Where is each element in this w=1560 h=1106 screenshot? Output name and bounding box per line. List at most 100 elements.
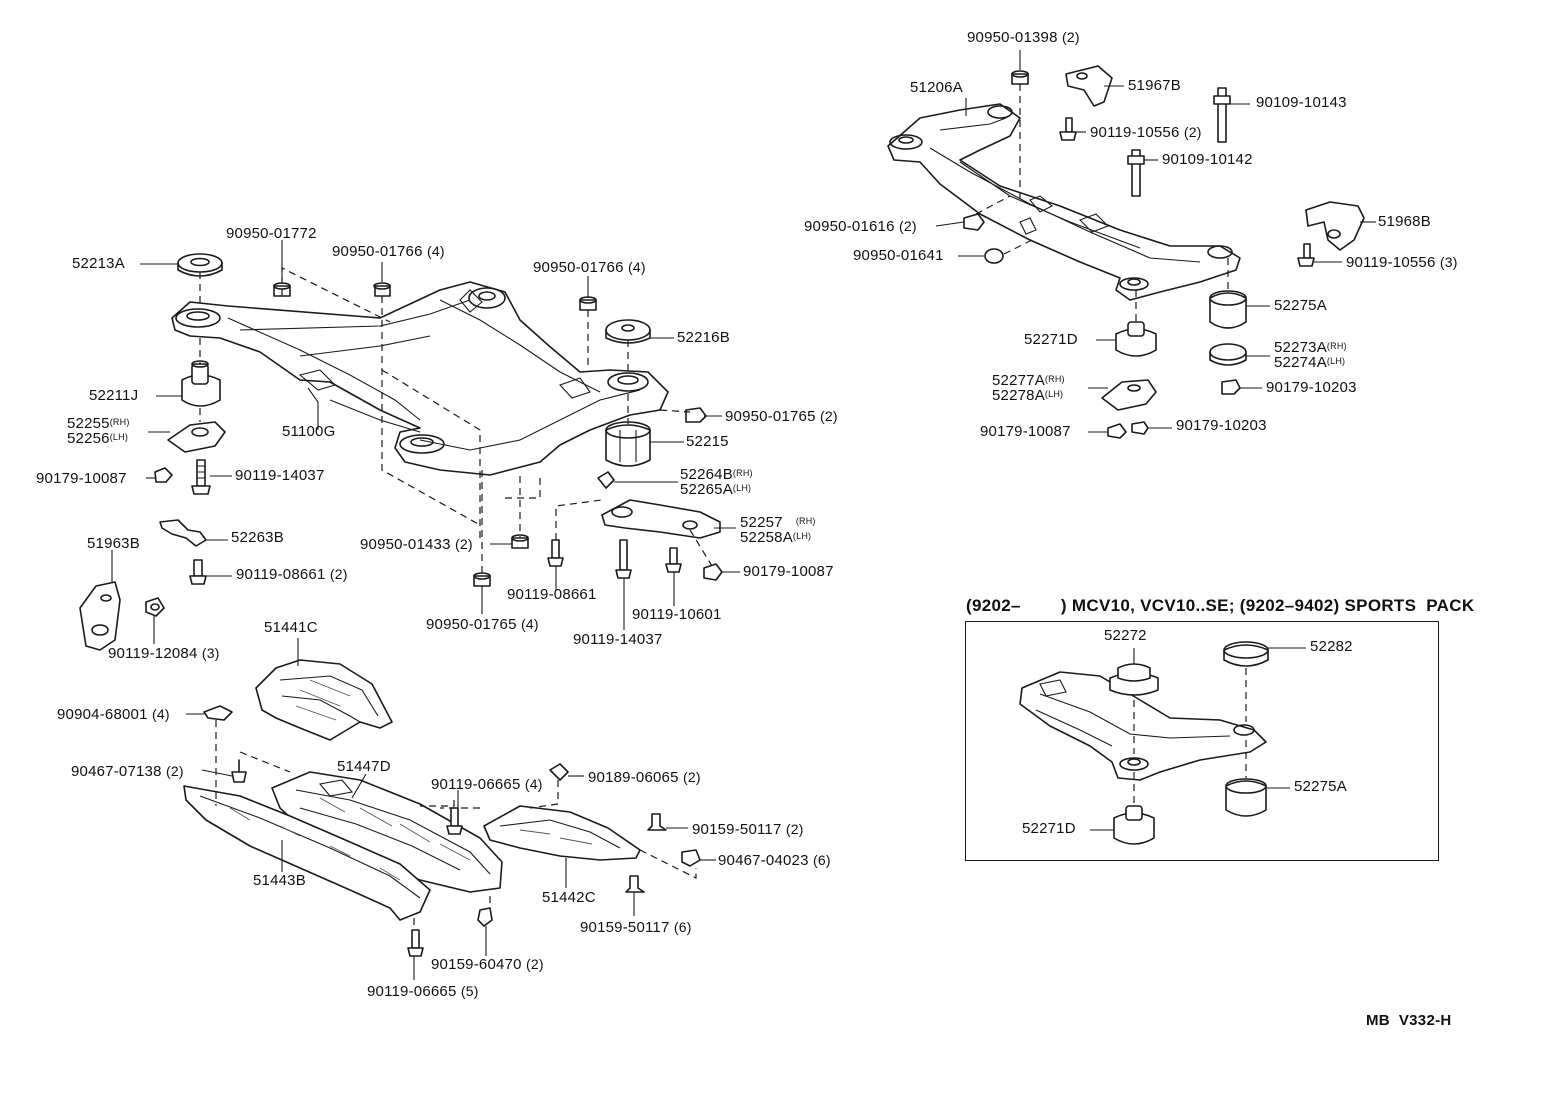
bushing-52215	[605, 421, 651, 467]
label-90950-01765-b: 90950-01765 (4)	[426, 616, 539, 633]
label-90159-50117-a: 90159-50117 (2)	[692, 821, 804, 838]
clip-52264B-52265A	[597, 471, 615, 489]
label-52213A: 52213A	[72, 255, 125, 272]
label-51967B: 51967B	[1128, 77, 1181, 94]
nut-90950-01433	[511, 534, 529, 549]
plug-90950-01641	[984, 248, 1004, 264]
label-52272: 52272	[1104, 627, 1147, 644]
bushing-52272	[1109, 663, 1159, 696]
label-90950-01433: 90950-01433 (2)	[360, 536, 473, 553]
variant-frame	[965, 621, 1439, 861]
label-90189-06065: 90189-06065 (2)	[588, 769, 701, 786]
nut-90179-10087-rear	[1107, 423, 1127, 439]
label-52211J: 52211J	[89, 387, 139, 404]
label-90159-50117-b: 90159-50117 (6)	[580, 919, 692, 936]
bushing-52275A-box	[1225, 778, 1267, 817]
screw-90159-50117-lower	[625, 875, 645, 893]
mount-52216B	[605, 319, 651, 344]
clip-90189-06065	[549, 763, 569, 781]
bushing-52282	[1223, 641, 1269, 667]
bracket-52263B	[159, 519, 207, 547]
label-90950-01772: 90950-01772	[226, 225, 317, 242]
label-52215: 52215	[686, 433, 729, 450]
label-90950-01766-b: 90950-01766 (4)	[533, 259, 646, 276]
nut-90179-10087-right	[703, 563, 723, 581]
stopper-52273A-52274A	[1209, 343, 1247, 366]
label-90179-10203-b: 90179-10203	[1176, 417, 1267, 434]
stud-90109-10142	[1127, 149, 1145, 197]
label-52265A: 52265A(LH)	[680, 481, 752, 498]
label-52274A: 52274A(LH)	[1274, 354, 1346, 371]
stopper-52255-52256	[167, 421, 226, 453]
nut-90950-01766-right	[579, 296, 597, 311]
assembly-lines-covers	[215, 720, 697, 930]
bolt-90119-08661-left	[189, 559, 207, 585]
cover-51443B	[183, 785, 431, 921]
bolt-90119-06665-lower	[407, 929, 424, 957]
bushing-52271D-box	[1113, 805, 1155, 845]
bracket-51968B	[1305, 201, 1365, 251]
nut-90179-10203-right	[1221, 379, 1241, 395]
label-52216B: 52216B	[677, 329, 730, 346]
bolt-90119-06665-upper	[446, 807, 463, 835]
label-51447D: 51447D	[337, 758, 391, 775]
nut-90950-01766-center	[373, 282, 391, 297]
assembly-lines-variant	[1133, 668, 1247, 806]
label-52263B: 52263B	[231, 529, 284, 546]
bolt-90119-10601	[665, 547, 682, 573]
label-52271D-box: 52271D	[1022, 820, 1076, 837]
label-90179-10087-a: 90179-10087	[36, 470, 127, 487]
bolt-90119-08661-lower	[547, 539, 564, 567]
label-90467-04023: 90467-04023 (6)	[718, 852, 831, 869]
bolt-90119-10556-upper	[1059, 117, 1077, 141]
bushing-52271D-top	[1115, 321, 1157, 357]
label-51442C: 51442C	[542, 889, 596, 906]
label-90119-10601: 90119-10601	[632, 606, 722, 623]
label-90179-10087-c: 90179-10087	[980, 423, 1071, 440]
figure-code: MB V332-H	[1366, 1012, 1452, 1029]
label-90467-07138: 90467-07138 (2)	[71, 763, 184, 780]
label-52264B: 52264B(RH)	[680, 466, 753, 483]
label-90950-01766-a: 90950-01766 (4)	[332, 243, 445, 260]
variant-note: (9202– ) MCV10, VCV10..SE; (9202–9402) S…	[966, 596, 1475, 615]
bolt-90119-14037-left	[191, 459, 211, 495]
nut-90179-10087-left	[154, 467, 173, 483]
bushing-52275A-top	[1209, 290, 1247, 329]
label-52277A: 52277A(RH)	[992, 372, 1065, 389]
label-52275A-top: 52275A	[1274, 297, 1327, 314]
bracket-52277A-52278A	[1101, 379, 1157, 411]
label-90950-01616: 90950-01616 (2)	[804, 218, 917, 235]
label-52256: 52256(LH)	[67, 430, 129, 447]
label-52282: 52282	[1310, 638, 1353, 655]
clip-90904-68001	[203, 705, 233, 721]
label-90109-10142: 90109-10142	[1162, 151, 1253, 168]
label-90119-10556-a: 90119-10556 (2)	[1090, 124, 1202, 141]
bolt-90119-12084	[145, 597, 165, 617]
label-51963B: 51963B	[87, 535, 140, 552]
label-90159-60470: 90159-60470 (2)	[431, 956, 544, 973]
nut-90950-01765-right	[685, 407, 707, 423]
cover-51442C	[483, 805, 641, 861]
label-90119-06665-a: 90119-06665 (4)	[431, 776, 543, 793]
label-51968B: 51968B	[1378, 213, 1431, 230]
nut-90467-04023	[681, 849, 701, 867]
bracket-51963B	[79, 581, 121, 651]
label-51443B: 51443B	[253, 872, 306, 889]
label-51206A: 51206A	[910, 79, 963, 96]
bushing-52211J	[181, 360, 221, 407]
label-51441C: 51441C	[264, 619, 318, 636]
label-90119-06665-b: 90119-06665 (5)	[367, 983, 479, 1000]
label-90950-01641: 90950-01641	[853, 247, 944, 264]
label-52257: 52257 (RH)	[740, 514, 816, 531]
label-52255: 52255(RH)	[67, 415, 130, 432]
label-51100G: 51100G	[282, 423, 336, 440]
label-90119-12084: 90119-12084 (3)	[108, 645, 220, 662]
label-90119-08661-b: 90119-08661	[507, 586, 597, 603]
label-90119-14037-a: 90119-14037	[235, 467, 325, 484]
nut-90950-01616	[963, 213, 985, 231]
label-90950-01765-a: 90950-01765 (2)	[725, 408, 838, 425]
label-90179-10203-a: 90179-10203	[1266, 379, 1357, 396]
stud-90109-10143	[1213, 87, 1231, 143]
rear-crossmember-51206A	[887, 103, 1241, 301]
cover-51441C	[255, 659, 393, 741]
